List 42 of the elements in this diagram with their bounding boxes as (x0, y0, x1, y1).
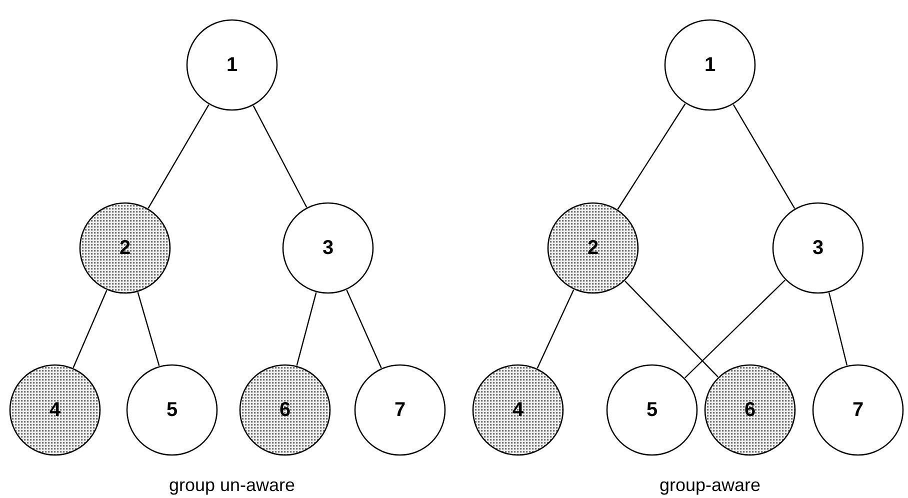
connector-line (72, 290, 108, 368)
connector-line (624, 280, 718, 378)
connector-line (536, 290, 574, 368)
connector-line (617, 103, 686, 210)
node-number: 3 (322, 236, 334, 260)
node-number: 6 (744, 398, 756, 422)
node-number: 7 (852, 398, 864, 422)
node-number: 6 (279, 398, 291, 422)
node-number: 4 (49, 398, 61, 422)
connector-line (346, 290, 382, 368)
connector-line (684, 280, 786, 378)
node-number: 5 (166, 398, 178, 422)
node-number: 1 (226, 54, 238, 76)
connector-line (148, 104, 210, 209)
tree-caption: group-aware (659, 476, 761, 494)
connector-line (296, 292, 317, 366)
shaded-circle-node (79, 202, 171, 294)
shaded-circle-node (9, 364, 101, 456)
connector-line (828, 292, 848, 366)
shaded-circle-node (239, 364, 331, 456)
circle-node (282, 202, 374, 294)
shaded-circle-node (547, 202, 639, 294)
node-number: 7 (394, 398, 406, 422)
circle-node (606, 364, 698, 456)
shaded-circle-node (472, 364, 564, 456)
tree-caption: group un-aware (168, 476, 296, 494)
shaded-circle-node (704, 364, 796, 456)
connector-line (252, 105, 308, 208)
node-number: 3 (812, 236, 824, 260)
circle-node (772, 202, 864, 294)
node-number: 2 (587, 236, 599, 260)
node-number: 1 (704, 54, 716, 76)
connector-line (137, 292, 160, 366)
circle-node (354, 364, 446, 456)
node-number: 4 (512, 398, 524, 422)
circle-node (812, 364, 904, 456)
node-number: 2 (119, 236, 131, 260)
circle-node (126, 364, 218, 456)
circle-node (186, 19, 278, 111)
circle-node (664, 19, 756, 111)
connector-line (732, 104, 796, 209)
node-number: 5 (646, 398, 658, 422)
